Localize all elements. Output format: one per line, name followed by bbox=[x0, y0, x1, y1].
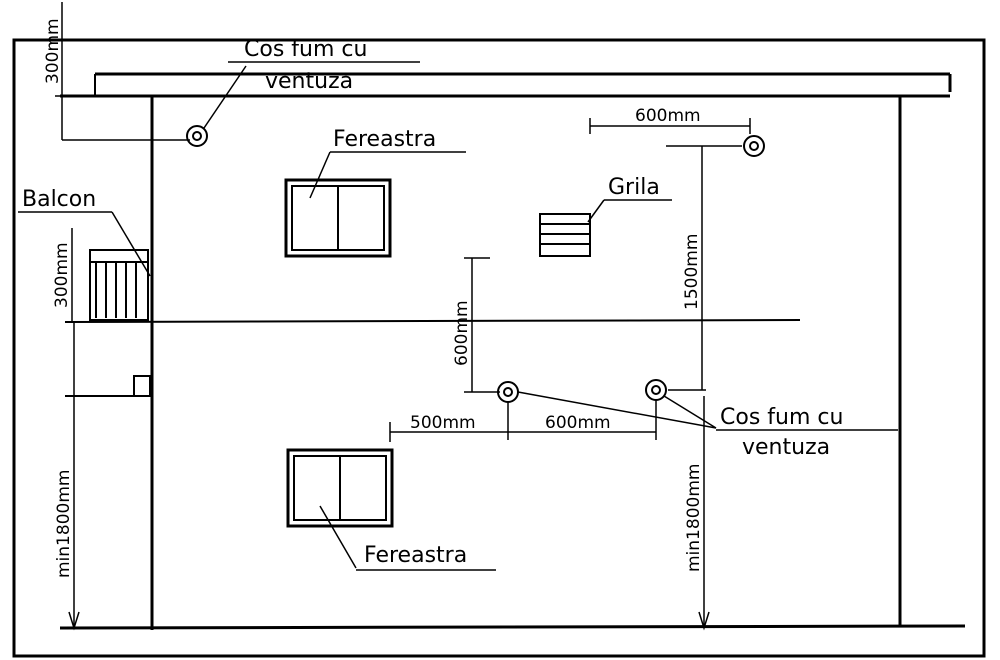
label-cos-fum-right-line2: ventuza bbox=[742, 435, 830, 460]
label-cos-fum-top-line2: ventuza bbox=[265, 69, 353, 94]
balcony-railing bbox=[89, 249, 149, 321]
label-balcon: Balcon bbox=[22, 187, 96, 212]
leader-grila bbox=[587, 199, 605, 223]
dimension-left-min1800: min1800mm bbox=[54, 322, 82, 631]
label-fereastra-bottom: Fereastra bbox=[364, 543, 467, 568]
label-cos-fum-right-line1: Cos fum cu bbox=[720, 405, 843, 430]
dimension-balcony-300: 300mm bbox=[52, 228, 73, 322]
flue-terminal-middle-right bbox=[645, 379, 667, 401]
dimension-600-vertical: 600mm bbox=[452, 257, 500, 393]
leader-cos-top bbox=[203, 65, 247, 129]
drawing-frame bbox=[12, 38, 986, 658]
flue-terminal-top bbox=[186, 125, 208, 147]
small-opening bbox=[133, 375, 151, 397]
label-grila: Grila bbox=[608, 175, 660, 200]
dimension-right-min1800: min1800mm bbox=[684, 396, 710, 631]
dimension-1500: 1500mm bbox=[682, 146, 703, 390]
dim-label-600-top: 600mm bbox=[635, 106, 701, 126]
leader-fereastra-bottom bbox=[319, 505, 357, 569]
dim-label-left-min1800: min1800mm bbox=[54, 470, 74, 578]
label-cos-fum-top-line1: Cos fum cu bbox=[244, 37, 367, 62]
flue-terminal-middle-left bbox=[497, 381, 519, 403]
leader-balcon bbox=[111, 211, 151, 277]
window-lower bbox=[286, 448, 394, 528]
dim-label-600-vertical: 600mm bbox=[452, 300, 472, 366]
dim-label-top-300: 300mm bbox=[43, 18, 63, 84]
leader-cos-right-b bbox=[663, 395, 717, 429]
dim-label-right-min1800: min1800mm bbox=[684, 464, 704, 572]
dimension-600-top: 600mm bbox=[589, 106, 751, 134]
ventilation-grille bbox=[539, 213, 591, 257]
dim-label-1500: 1500mm bbox=[682, 234, 702, 310]
flue-terminal-top-right bbox=[743, 135, 765, 157]
roof-slab bbox=[60, 72, 952, 98]
floor-line bbox=[64, 319, 801, 323]
dimension-500-600: 500mm 600mm bbox=[389, 400, 657, 442]
ground-line bbox=[59, 624, 966, 630]
dimension-top-300: 300mm bbox=[43, 2, 190, 141]
window-upper bbox=[284, 178, 392, 258]
label-fereastra-top: Fereastra bbox=[333, 127, 436, 152]
dim-label-500: 500mm bbox=[410, 413, 476, 433]
dim-label-balcony-300: 300mm bbox=[52, 242, 72, 308]
leader-cos-right-a bbox=[517, 391, 717, 429]
leader-fereastra-top bbox=[309, 151, 331, 199]
dim-label-600-horizontal: 600mm bbox=[545, 413, 611, 433]
